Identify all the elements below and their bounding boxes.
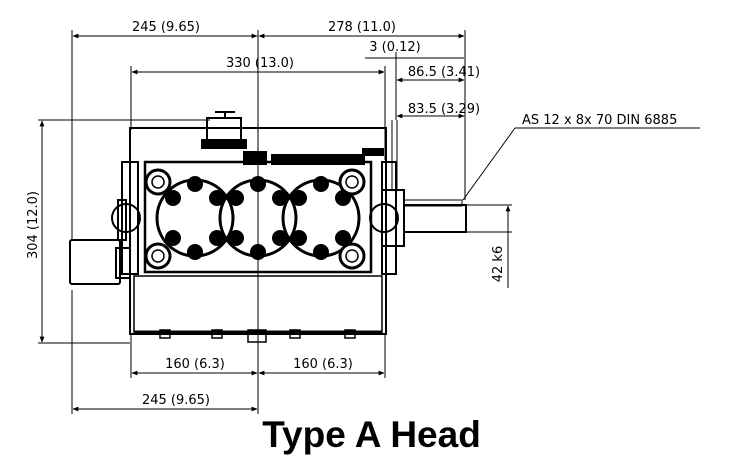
dim-top-right: 278 (11.0) (328, 20, 396, 35)
valve-bolt (209, 190, 225, 206)
corner-stud (144, 168, 172, 196)
valve-bolt (228, 230, 244, 246)
valve-bolt (291, 230, 307, 246)
dim-shaft-length: 86.5 (3.41) (408, 65, 480, 80)
corner-stud (338, 168, 366, 196)
side-port (369, 203, 399, 233)
corner-stud-inner (345, 175, 359, 189)
valve-bolt (272, 190, 288, 206)
valve-bolt (187, 176, 203, 192)
corner-stud (144, 242, 172, 270)
key-spec-callout: AS 12 x 8x 70 DIN 6885 (522, 113, 677, 128)
extension-lines (38, 30, 512, 414)
drive-shaft (403, 204, 467, 233)
dim-head-width: 330 (13.0) (226, 56, 294, 71)
callout-leader (462, 127, 516, 201)
valve-bolt (313, 244, 329, 260)
corner-stud-inner (345, 249, 359, 263)
valve-bolt (187, 244, 203, 260)
dim-overall-height: 304 (12.0) (26, 191, 41, 259)
drawing-title: Type A Head (262, 414, 481, 455)
corner-stud (338, 242, 366, 270)
side-port (111, 203, 141, 233)
valve-bolt (335, 230, 351, 246)
dim-base-left: 160 (6.3) (165, 357, 225, 372)
shaft-key (403, 199, 463, 207)
valve-bolt (313, 176, 329, 192)
inlet-port (69, 239, 121, 285)
valve-bolt (165, 190, 181, 206)
valve-bolt (209, 230, 225, 246)
corner-stud-inner (151, 175, 165, 189)
dim-base-right: 160 (6.3) (293, 357, 353, 372)
dim-shaft-offset: 3 (0.12) (369, 40, 421, 55)
dim-key-length: 83.5 (3.29) (408, 102, 480, 117)
valve-bolt (291, 190, 307, 206)
dim-top-left: 245 (9.65) (132, 20, 200, 35)
corner-stud-inner (151, 249, 165, 263)
dim-shaft-diameter: 42 k6 (491, 246, 506, 282)
valve-bolt (165, 230, 181, 246)
pump-body (69, 111, 467, 343)
dimension-lines (39, 33, 700, 412)
dim-bottom-width: 245 (9.65) (142, 393, 210, 408)
valve-array (111, 168, 399, 270)
valve-bolt (228, 190, 244, 206)
valve-bolt (272, 230, 288, 246)
